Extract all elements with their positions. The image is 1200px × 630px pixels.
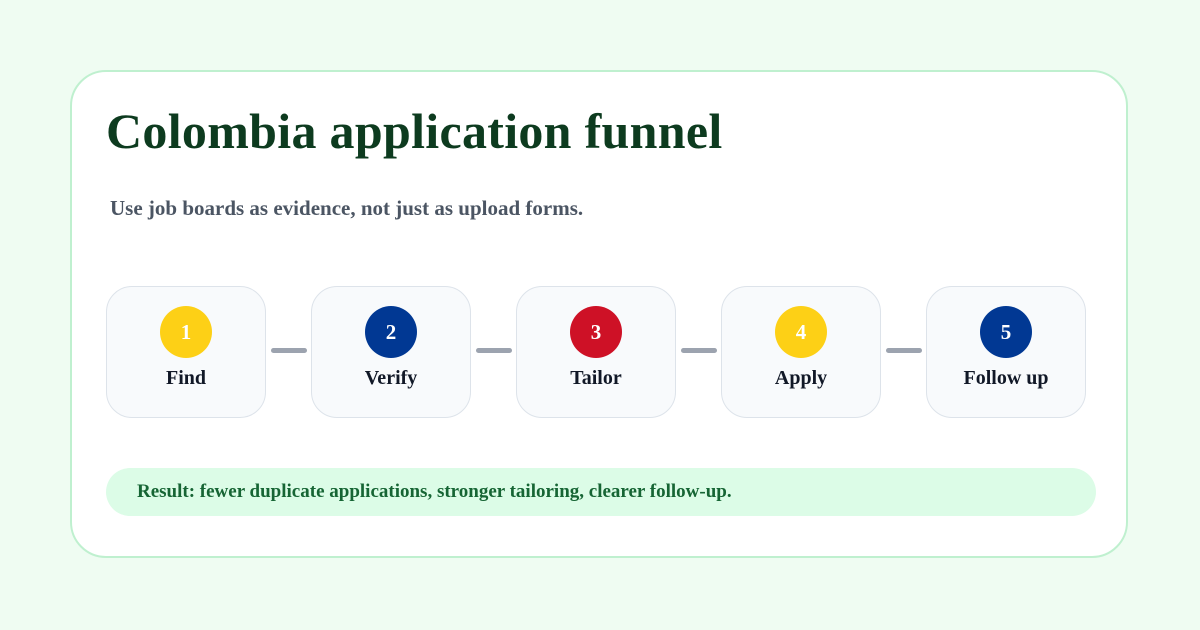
step-number-badge: 2	[365, 306, 417, 358]
result-banner: Result: fewer duplicate applications, st…	[106, 468, 1096, 516]
step-number-badge: 3	[570, 306, 622, 358]
step-number-badge: 5	[980, 306, 1032, 358]
step-verify: 2 Verify	[311, 286, 471, 418]
step-label: Verify	[364, 367, 418, 389]
page-subtitle: Use job boards as evidence, not just as …	[110, 196, 584, 220]
step-find: 1 Find	[106, 286, 266, 418]
step-label: Tailor	[570, 367, 622, 389]
step-number-badge: 4	[775, 306, 827, 358]
funnel-card: Colombia application funnel Use job boar…	[70, 70, 1128, 558]
step-connector	[476, 348, 512, 353]
step-tailor: 3 Tailor	[516, 286, 676, 418]
step-label: Apply	[774, 367, 828, 389]
step-connector	[681, 348, 717, 353]
step-connector	[886, 348, 922, 353]
step-label: Follow up	[963, 367, 1049, 389]
funnel-steps: 1 Find 2 Verify 3 Tailor 4 Apply 5 Follo…	[106, 286, 1088, 420]
step-apply: 4 Apply	[721, 286, 881, 418]
step-follow-up: 5 Follow up	[926, 286, 1086, 418]
page-title: Colombia application funnel	[106, 103, 723, 159]
step-number-badge: 1	[160, 306, 212, 358]
step-connector	[271, 348, 307, 353]
step-label: Find	[165, 367, 207, 389]
